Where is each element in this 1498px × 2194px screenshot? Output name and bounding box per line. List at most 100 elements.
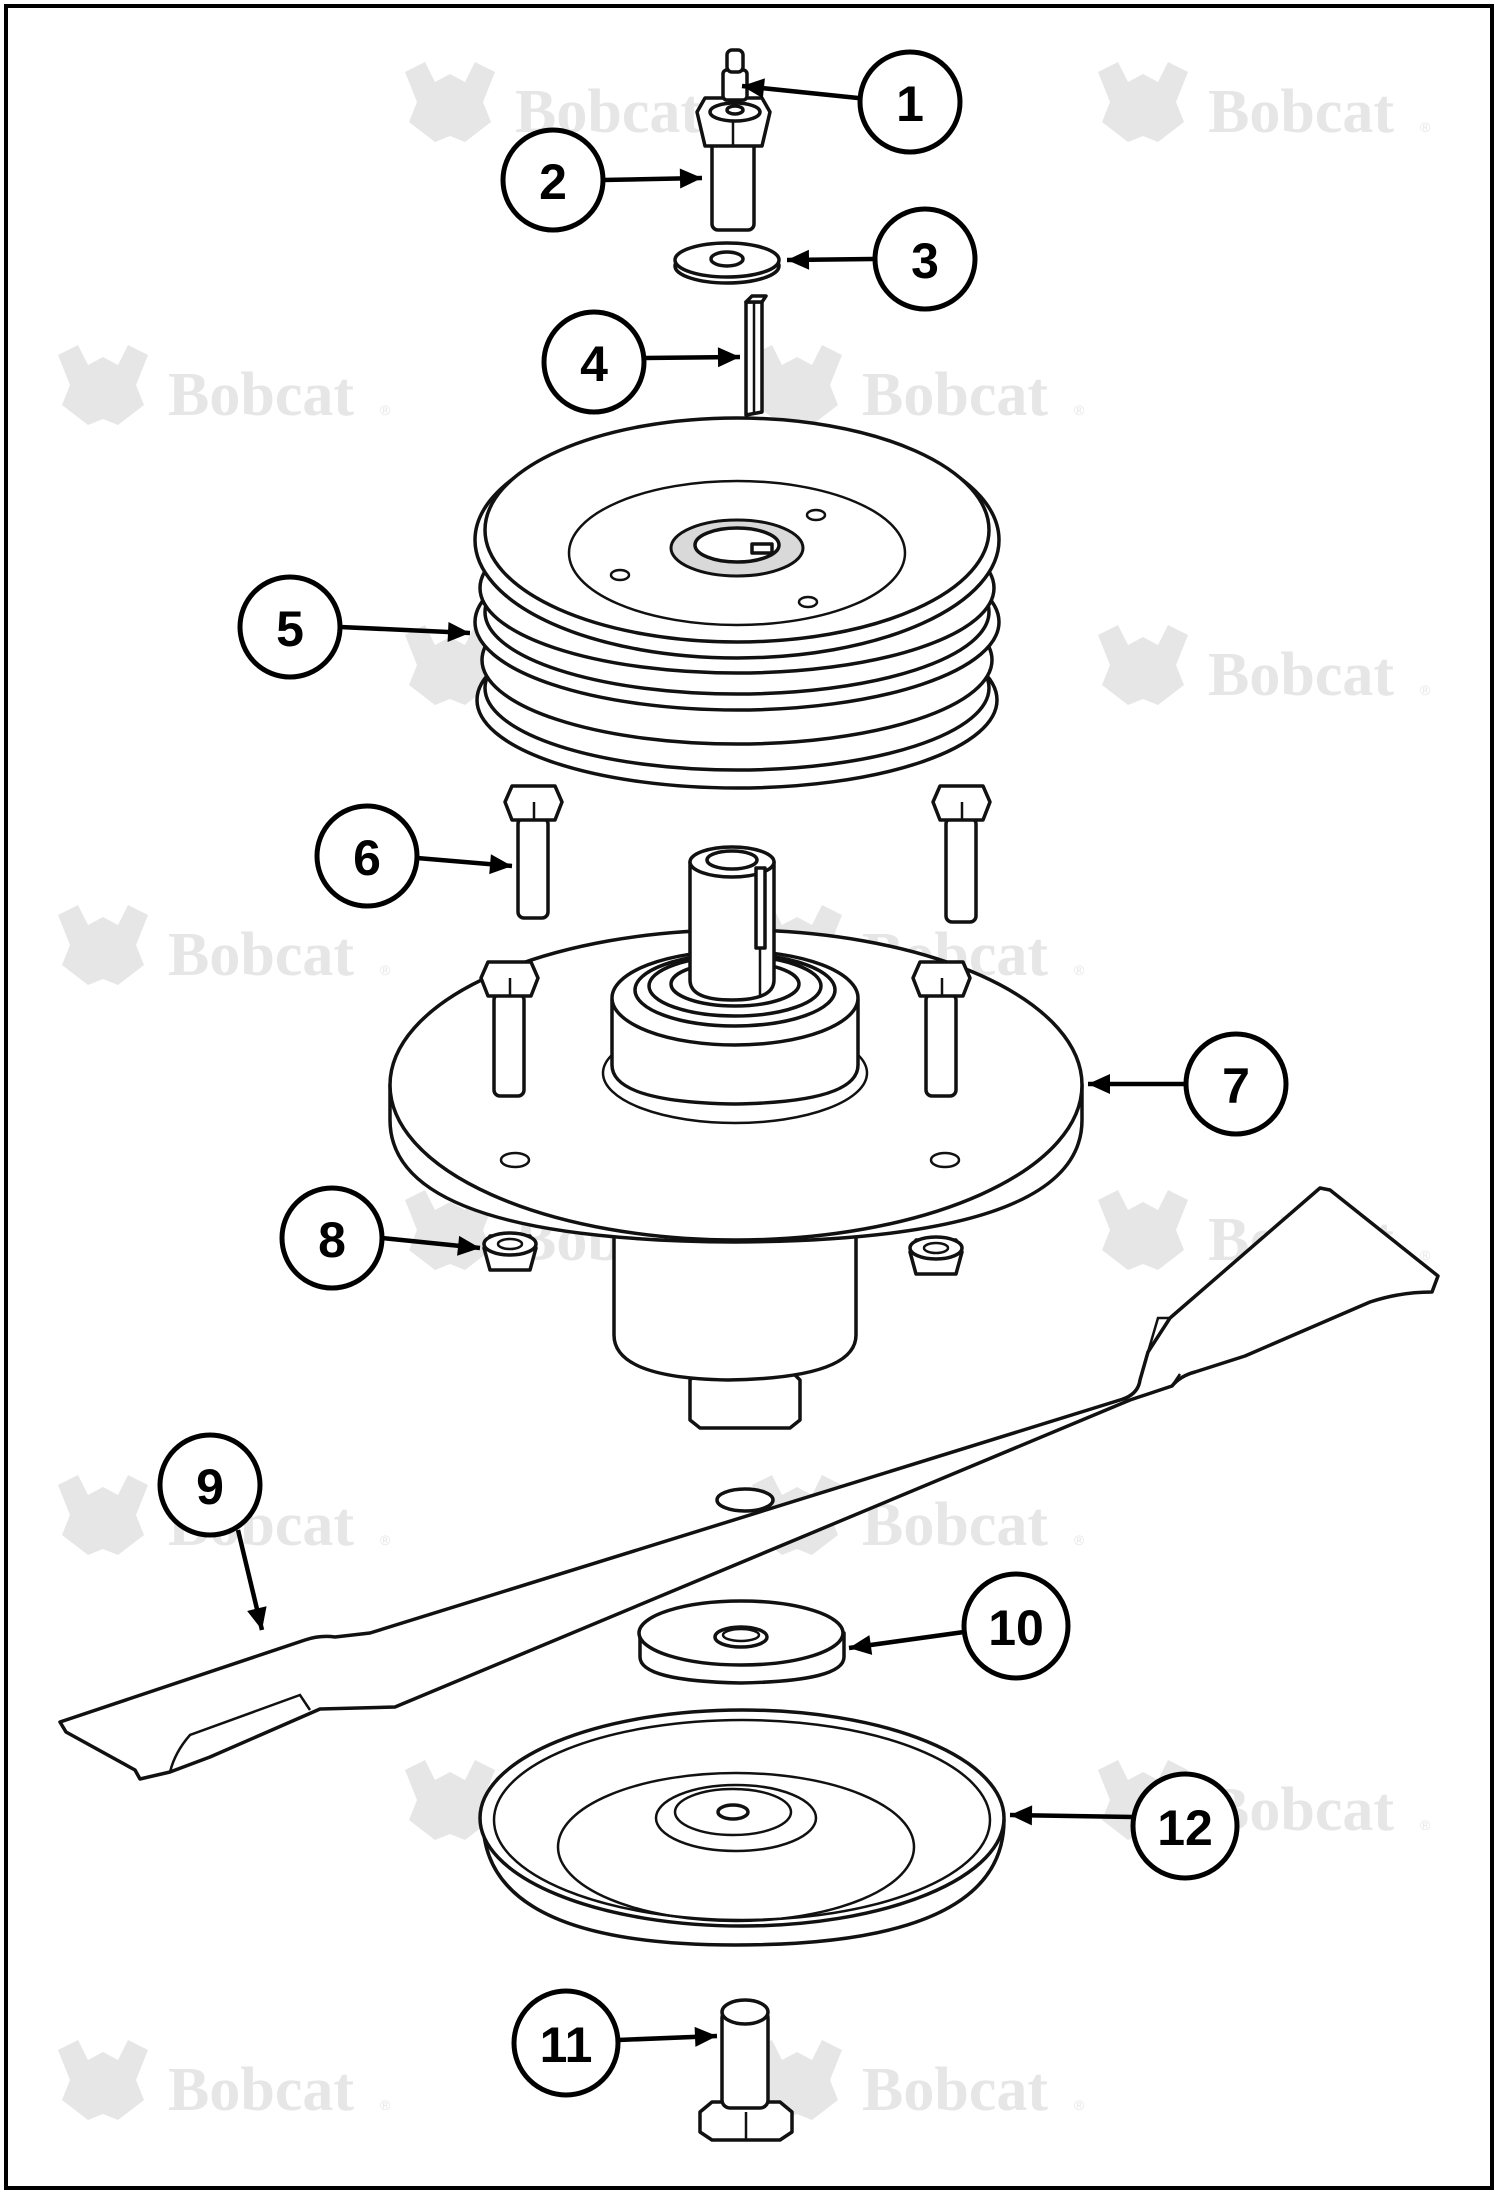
bobcat-watermark: Bobcat ® [58, 345, 391, 429]
watermark-registered-mark: ® [380, 962, 391, 978]
callout-number: 7 [1222, 1058, 1250, 1114]
bobcat-watermark: Bobcat ® [1098, 62, 1431, 146]
watermark-registered-mark: ® [1074, 402, 1085, 418]
bobcat-logo-icon [58, 345, 148, 425]
part-9-blade [58, 1186, 1440, 1781]
part-10-washer [637, 1599, 846, 1685]
bobcat-watermark: Bobcat ® [58, 2040, 391, 2124]
watermark-registered-mark: ® [1420, 1817, 1431, 1833]
part-4-key [744, 294, 768, 417]
watermark-text: Bobcat [168, 921, 354, 989]
callout-circle [511, 1988, 621, 2098]
watermark-registered-mark: ® [1074, 1532, 1085, 1548]
bobcat-logo-icon [1098, 1190, 1188, 1270]
bobcat-watermark: Bobcat ® [752, 2040, 1085, 2124]
part-7-spindle-housing [388, 845, 1084, 1430]
arrowhead-icon [1010, 1805, 1033, 1826]
part-6-bolts [479, 784, 992, 1098]
part-3-washer [673, 241, 781, 285]
watermark-text: Bobcat [862, 1491, 1048, 1559]
callout-number: 10 [988, 1600, 1044, 1656]
callout-number: 12 [1157, 1800, 1213, 1856]
callout-12: 12 [1130, 1771, 1240, 1881]
bobcat-logo-icon [1098, 625, 1188, 705]
watermark-registered-mark: ® [1420, 682, 1431, 698]
callout-3: 3 [872, 206, 978, 312]
callout-number: 11 [540, 2017, 593, 2073]
bobcat-logo-icon [405, 1760, 495, 1840]
callout-circle [1130, 1771, 1240, 1881]
watermark-text: Bobcat [862, 361, 1048, 429]
callout-number: 5 [276, 601, 304, 657]
callout-number: 3 [911, 233, 939, 289]
callout-number: 4 [580, 336, 608, 392]
bobcat-logo-icon [752, 2040, 842, 2120]
arrowhead-icon [717, 347, 740, 368]
arrowhead-icon [489, 854, 512, 875]
arrowhead-icon [447, 621, 470, 642]
watermark-registered-mark: ® [380, 2097, 391, 2113]
watermark-registered-mark: ® [1074, 2097, 1085, 2113]
watermark-text: Bobcat [168, 2056, 354, 2124]
leader-arrows [235, 78, 1186, 2047]
arrowhead-icon [247, 1606, 267, 1630]
callout-circle [961, 1571, 1071, 1681]
callout-circle [857, 49, 963, 155]
watermark-registered-mark: ® [380, 1532, 391, 1548]
callout-circle [1183, 1031, 1289, 1137]
callout-number: 6 [353, 830, 381, 886]
watermark-text: Bobcat [862, 2056, 1048, 2124]
part-8-nuts [482, 1231, 964, 1276]
callout-circle [157, 1432, 263, 1538]
callout-7: 7 [1183, 1031, 1289, 1137]
bobcat-watermark: Bobcat ® [752, 345, 1085, 429]
bobcat-logo-icon [58, 905, 148, 985]
callout-circle [500, 127, 606, 233]
callout-1: 1 [857, 49, 963, 155]
callout-4: 4 [541, 309, 647, 415]
arrowhead-icon [679, 168, 702, 189]
bobcat-watermark: Bobcat ® [1098, 625, 1431, 709]
bobcat-logo-icon [752, 345, 842, 425]
callout-5: 5 [237, 574, 343, 680]
watermark-registered-mark: ® [1074, 962, 1085, 978]
part-12-cup [478, 1708, 1006, 1947]
bobcat-logo-icon [58, 2040, 148, 2120]
arrowhead-icon [787, 249, 810, 270]
callout-number: 9 [196, 1459, 224, 1515]
part-5-pulley [473, 416, 1001, 790]
callout-circle [872, 206, 978, 312]
bobcat-logo-icon [405, 62, 495, 142]
callout-circle [237, 574, 343, 680]
callout-8: 8 [279, 1185, 385, 1291]
bobcat-logo-icon [1098, 62, 1188, 142]
arrowhead-icon [1088, 1074, 1110, 1094]
arrowhead-icon [457, 1235, 480, 1256]
arrowhead-icon [849, 1635, 873, 1655]
bobcat-logo-icon [58, 1475, 148, 1555]
callout-number: 8 [318, 1212, 346, 1268]
callout-circle [279, 1185, 385, 1291]
watermark-text: Bobcat [1208, 78, 1394, 146]
watermark-registered-mark: ® [1420, 1247, 1431, 1263]
watermark-registered-mark: ® [1420, 119, 1431, 135]
bobcat-logo-icon [405, 625, 495, 705]
arrowhead-icon [694, 2026, 717, 2047]
bobcat-watermark: Bobcat ® [58, 905, 391, 989]
callout-9: 9 [157, 1432, 263, 1538]
callout-11: 11 [511, 1988, 621, 2098]
arrowhead-icon [742, 78, 765, 99]
callout-number: 2 [539, 154, 567, 210]
callout-circle [314, 803, 420, 909]
callout-number: 1 [896, 76, 924, 132]
callout-2: 2 [500, 127, 606, 233]
watermark-text: Bobcat [1208, 641, 1394, 709]
callout-10: 10 [961, 1571, 1071, 1681]
callout-6: 6 [314, 803, 420, 909]
watermark-registered-mark: ® [380, 402, 391, 418]
diagram-border [4, 4, 1494, 2190]
watermark-text: Bobcat [168, 361, 354, 429]
callout-circle [541, 309, 647, 415]
